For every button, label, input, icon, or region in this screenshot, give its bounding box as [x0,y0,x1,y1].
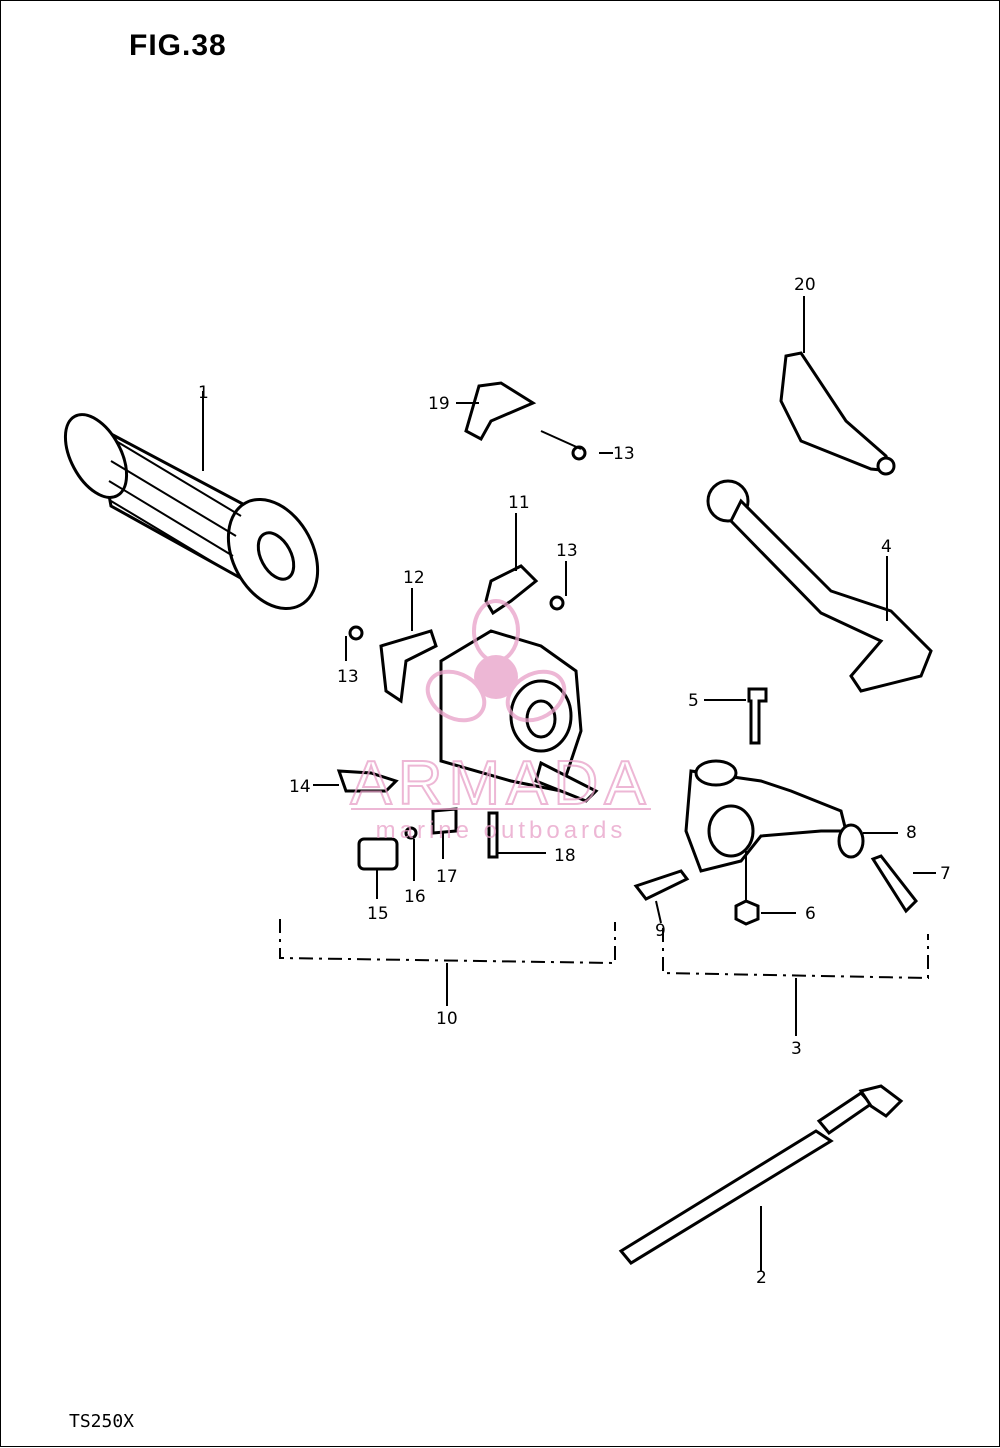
callout-6: 6 [805,904,816,924]
lever-cover-part [779,351,896,476]
callout-13-top: 13 [613,444,635,464]
callout-7: 7 [940,864,951,884]
cable-tie-part [618,1084,904,1265]
armada-watermark: ARMADA marine outboards [349,599,651,844]
callout-3: 3 [791,1039,802,1059]
clutch-lever-part [706,479,933,693]
callout-19: 19 [428,394,450,414]
callout-10: 10 [436,1009,458,1029]
callout-18: 18 [554,846,576,866]
callout-1: 1 [198,383,209,403]
watermark-tagline: marine outboards [376,817,627,844]
figure-title: FIG.38 [129,29,227,62]
callout-17: 17 [436,867,458,887]
model-label: TS250X [69,1411,135,1432]
callout-13-left: 13 [337,667,359,687]
callout-15: 15 [367,904,389,924]
callout-11: 11 [508,493,530,513]
callout-9: 9 [655,921,666,941]
callout-13-mid: 13 [556,541,578,561]
callout-14: 14 [289,777,311,797]
callout-12: 12 [403,568,425,588]
grip-part [63,413,320,611]
callout-4: 4 [881,537,892,557]
watermark-brand: ARMADA [350,749,651,818]
small-lever-part-19 [464,381,537,442]
lever-holder-part [348,445,918,926]
callout-5: 5 [688,691,699,711]
callout-20: 20 [794,275,816,295]
callout-2: 2 [756,1268,767,1288]
callout-16: 16 [404,887,426,907]
callout-8: 8 [906,823,917,843]
